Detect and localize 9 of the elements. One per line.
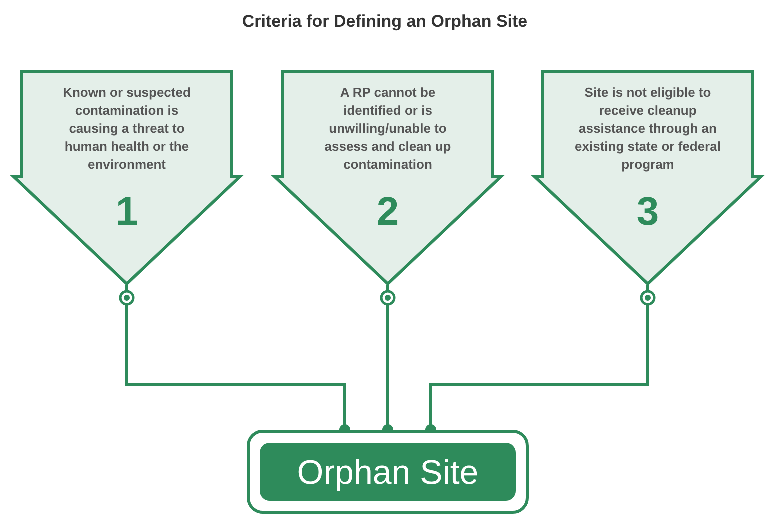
- criterion-text: Site is not eligible to receive cleanup assistance through an existing state or federal program: [574, 84, 722, 174]
- step-number: 2: [376, 190, 400, 234]
- result-box: Orphan Site: [260, 443, 516, 501]
- result-box-outline: [247, 430, 529, 514]
- criterion-text: Known or suspected contamination is causing a threat to human health or the environment: [62, 84, 192, 174]
- title: Criteria for Defining an Orphan Site: [242, 12, 528, 32]
- criterion-text: A RP cannot be identified or is unwilling/unable to assess and clean up contamination: [324, 84, 452, 174]
- step-number: 3: [636, 190, 660, 234]
- step-number: 1: [114, 190, 140, 234]
